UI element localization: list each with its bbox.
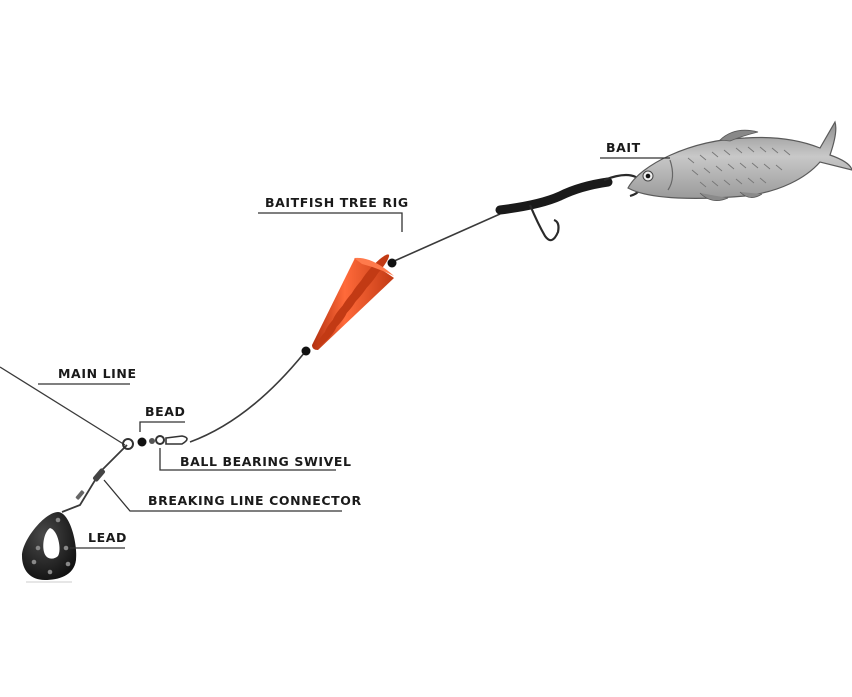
label-main-line: MAIN LINE <box>38 366 137 385</box>
breaking-line-connector <box>75 468 105 500</box>
lead-weight <box>22 512 77 583</box>
hook-assembly <box>495 173 642 242</box>
label-ball-bearing-swivel: BALL BEARING SWIVEL <box>159 448 352 471</box>
ball-bearing-swivel <box>155 435 165 445</box>
swivel-ring <box>122 438 134 450</box>
svg-text:BEAD: BEAD <box>145 404 186 419</box>
svg-text:BAITFISH TREE RIG: BAITFISH TREE RIG <box>265 195 409 210</box>
main-line <box>0 366 126 446</box>
hook-tubing <box>495 177 613 215</box>
lead-link-line <box>61 444 128 513</box>
label-breaking-line-connector: BREAKING LINE CONNECTOR <box>103 479 362 512</box>
bead <box>137 437 147 447</box>
svg-text:BALL BEARING SWIVEL: BALL BEARING SWIVEL <box>180 454 352 469</box>
label-bait: BAIT <box>600 140 670 159</box>
baitfish-tree-rig-float <box>301 254 397 356</box>
label-lead: LEAD <box>70 530 127 549</box>
svg-text:MAIN LINE: MAIN LINE <box>58 366 137 381</box>
svg-text:BAIT: BAIT <box>606 140 641 155</box>
svg-text:BREAKING LINE CONNECTOR: BREAKING LINE CONNECTOR <box>148 493 362 508</box>
swivel-assembly <box>122 435 188 450</box>
svg-text:LEAD: LEAD <box>88 530 127 545</box>
label-baitfish-tree-rig: BAITFISH TREE RIG <box>258 195 409 232</box>
bait-fish <box>627 120 852 201</box>
treble-hook <box>528 204 560 242</box>
hook-line <box>391 213 501 263</box>
label-bead: BEAD <box>139 404 186 432</box>
float-line <box>189 351 306 443</box>
